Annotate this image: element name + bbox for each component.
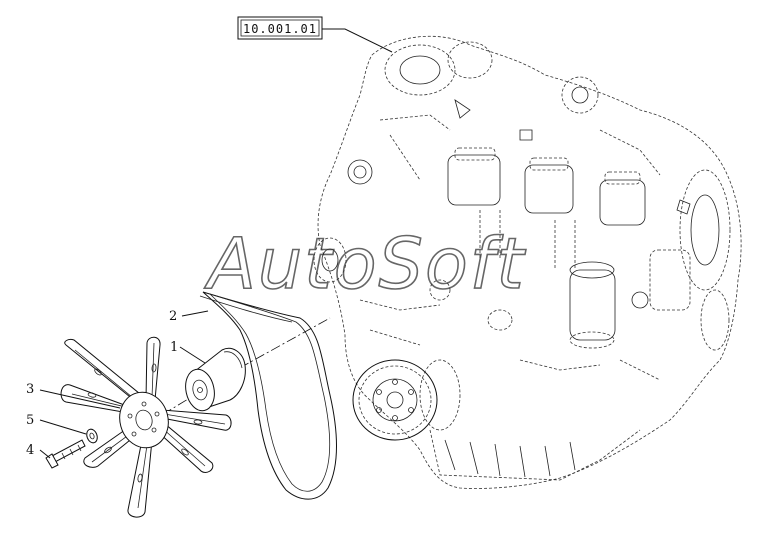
reference-box[interactable]: 10.001.01	[237, 16, 393, 53]
callout-leaders	[39, 310, 209, 459]
callout-2[interactable]: 2	[169, 309, 177, 324]
hub-spacer[interactable]	[182, 347, 246, 413]
belt[interactable]	[199, 291, 337, 500]
bolt[interactable]	[45, 439, 86, 469]
engine-assembly	[313, 35, 742, 489]
callout-1[interactable]: 1	[170, 340, 178, 355]
callout-3[interactable]: 3	[26, 382, 34, 397]
reference-code: 10.001.01	[243, 22, 317, 36]
watermark-text: AutoSoft	[204, 223, 526, 305]
reference-leader	[322, 28, 393, 53]
callout-4[interactable]: 4	[26, 443, 34, 458]
washer[interactable]	[85, 428, 99, 445]
callout-5[interactable]: 5	[26, 413, 34, 428]
callouts: 2 1 3 5 4	[26, 309, 178, 458]
fan[interactable]	[60, 336, 232, 518]
